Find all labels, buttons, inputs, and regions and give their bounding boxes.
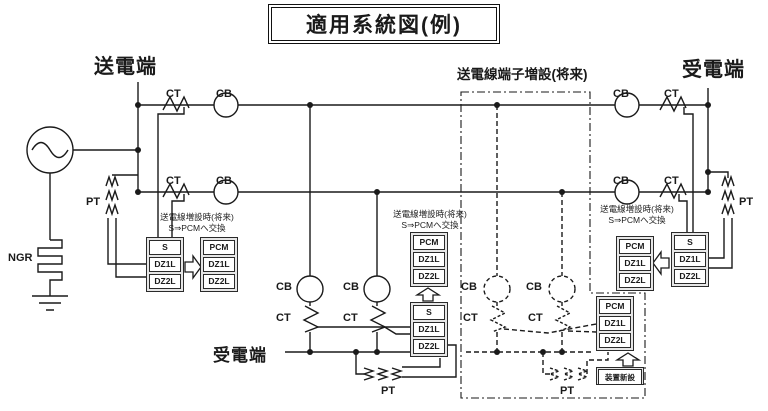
receiving-end-bottom-label: 受電端 [213, 346, 267, 365]
page-title: 適用系統図(例) [306, 14, 462, 37]
arrow-up-icon [414, 287, 442, 302]
junction-dots [135, 102, 711, 355]
future-region-symbols [489, 305, 590, 381]
relay-cell: DZ2L [413, 339, 445, 354]
title-box: 適用系統図(例) [268, 4, 500, 44]
relay-cell: DZ1L [149, 257, 181, 272]
ngr-label: NGR [8, 252, 33, 264]
note-line2: S⇒PCMへ交換 [168, 223, 226, 233]
arrow-left-icon [652, 250, 670, 276]
relay-box-middle-current: S DZ1L DZ2L [410, 302, 448, 357]
relay-replacement-note: 送電線増設時(将来) S⇒PCMへ交換 [372, 209, 488, 231]
sending-end-label: 送電端 [94, 56, 157, 78]
cb-label: CB [216, 175, 232, 187]
note-line1: 送電線増設時(将来) [600, 204, 674, 214]
middle-feeder-bays [285, 105, 410, 353]
receiving-end-top-label: 受電端 [682, 59, 745, 81]
future-region-border [460, 91, 646, 399]
relay-cell: DZ2L [413, 269, 445, 284]
relay-cell: DZ2L [619, 273, 651, 288]
relay-cell: PCM [599, 299, 631, 314]
pt-bottom-branch [355, 344, 457, 381]
pt-label: PT [381, 385, 396, 397]
cb-label: CB [613, 88, 629, 100]
ct-label: CT [343, 312, 358, 324]
relay-replacement-note: 送電線増設時(将来) S⇒PCMへ交換 [139, 212, 255, 234]
future-terminal-region-label: 送電線端子増設(将来) [457, 67, 588, 82]
cb-label: CB [461, 281, 477, 293]
relay-box-receiving-current: S DZ1L DZ2L [671, 232, 709, 287]
relay-cell: DZ1L [203, 257, 235, 272]
pt-right-branch [707, 171, 735, 269]
relay-box-sending-future: PCM DZ1L DZ2L [200, 237, 238, 292]
relay-cell: PCM [413, 235, 445, 250]
ct-label: CT [528, 312, 543, 324]
relay-replacement-note: 送電線増設時(将来) S⇒PCMへ交換 [579, 204, 695, 226]
relay-cell: DZ2L [599, 333, 631, 348]
ground-symbol [32, 295, 68, 311]
note-line1: 送電線増設時(将来) [160, 212, 234, 222]
relay-cell: DZ1L [619, 256, 651, 271]
note-line2: S⇒PCMへ交換 [401, 220, 459, 230]
ct-label: CT [166, 175, 181, 187]
replacement-arrows [184, 250, 670, 367]
ct-label: CT [664, 175, 679, 187]
arrow-right-icon [184, 254, 202, 280]
new-equipment-box: 装置新設 [596, 367, 644, 385]
relay-box-receiving-future: PCM DZ1L DZ2L [616, 236, 654, 291]
generator-branch [32, 149, 138, 311]
cb-label: CB [526, 281, 542, 293]
relay-cell: DZ2L [149, 274, 181, 289]
relay-cell: S [674, 235, 706, 250]
title-box-inner: 適用系統図(例) [271, 7, 497, 41]
arrow-up-icon [614, 352, 642, 367]
pt-label: PT [86, 196, 101, 208]
ct-label: CT [166, 88, 181, 100]
relay-cell: S [149, 240, 181, 255]
relay-cell: DZ2L [674, 269, 706, 284]
cb-label: CB [613, 175, 629, 187]
cb-label: CB [216, 88, 232, 100]
pt-left-branch [105, 174, 146, 278]
ct-label: CT [664, 88, 679, 100]
ct-left-symbols [157, 95, 190, 237]
ct-label: CT [463, 312, 478, 324]
relay-cell: DZ1L [413, 252, 445, 267]
circuit-breaker-symbols-future [483, 275, 576, 303]
relay-cell: DZ2L [203, 274, 235, 289]
pt-label: PT [739, 196, 754, 208]
relay-box-middle-future: PCM DZ1L DZ2L [410, 232, 448, 287]
relay-cell: DZ1L [413, 322, 445, 337]
relay-cell: S [413, 305, 445, 320]
note-line1: 送電線増設時(将来) [393, 209, 467, 219]
generator-symbol [26, 126, 74, 174]
circuit-breaker-symbols [213, 92, 640, 303]
note-line2: S⇒PCMへ交換 [608, 215, 666, 225]
ct-right-symbols [659, 95, 694, 232]
new-equipment-label: 装置新設 [598, 369, 642, 385]
pt-label: PT [560, 385, 575, 397]
relay-cell: PCM [619, 239, 651, 254]
relay-cell: PCM [203, 240, 235, 255]
relay-box-sending-current: S DZ1L DZ2L [146, 237, 184, 292]
relay-cell: DZ1L [599, 316, 631, 331]
relay-box-region-new: PCM DZ1L DZ2L [596, 296, 634, 351]
cb-label: CB [276, 281, 292, 293]
relay-cell: DZ1L [674, 252, 706, 267]
ct-label: CT [276, 312, 291, 324]
future-region-circuits [466, 105, 609, 375]
cb-label: CB [343, 281, 359, 293]
ngr-resistor-symbol [37, 239, 63, 296]
